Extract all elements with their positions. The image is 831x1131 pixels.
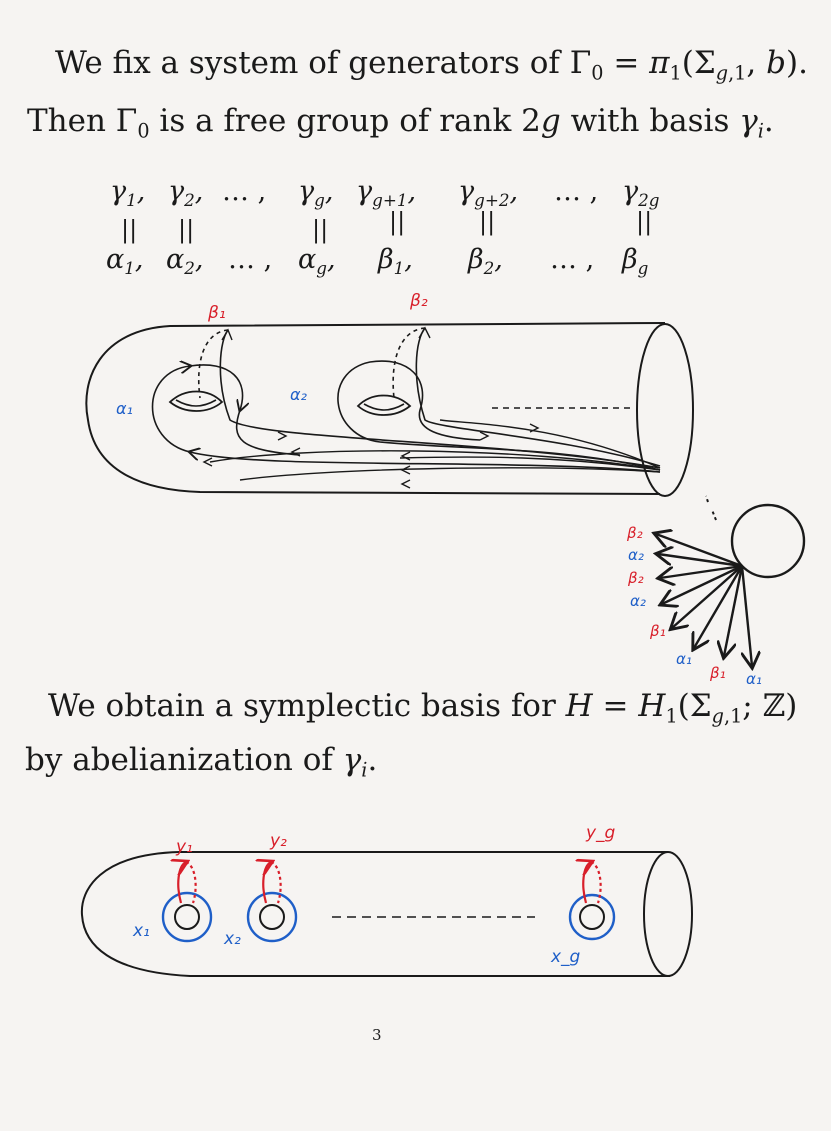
page-number: 3: [372, 1026, 382, 1044]
eq-5: ||: [479, 208, 496, 236]
gamma-row: γ1, γ2, … , γg, γg+1, γg+2, … , γ2g: [0, 176, 831, 216]
beta-1: β1,: [378, 244, 413, 278]
rose-label-1: β₂: [626, 524, 643, 542]
label-alpha2: α₂: [290, 385, 308, 404]
gamma-g: γg,: [298, 176, 334, 210]
alpha-2: α2,: [166, 244, 204, 278]
rose-boundary-circle: [730, 503, 806, 579]
rose-figure: [656, 495, 806, 666]
rose-label-4: α₂: [630, 592, 646, 610]
eq-1: ||: [121, 216, 138, 244]
eq-3: ||: [312, 216, 329, 244]
label-alpha1: α₁: [116, 399, 133, 418]
handle-2-hole: [356, 394, 412, 416]
alpha-beta-row: α1, α2, … , αg, β1, β2, … , βg: [0, 244, 831, 284]
label-xg: x_g: [550, 947, 581, 967]
x1-loop: [161, 891, 213, 943]
yg-loop: [583, 862, 591, 904]
rose-label-6: α₁: [676, 650, 692, 668]
label-x2: x₂: [223, 929, 241, 949]
alpha-g: αg,: [298, 244, 336, 278]
eq-4: ||: [389, 208, 406, 236]
beta-g: βg: [622, 244, 649, 278]
hole-2: [259, 904, 285, 930]
rose-label-7: β₁: [709, 664, 726, 682]
gamma-ellipsis-1: … ,: [222, 176, 267, 207]
eq-6: ||: [636, 208, 653, 236]
label-y1: y₁: [175, 837, 193, 857]
label-yg: y_g: [585, 823, 616, 843]
boundary-3: [643, 851, 693, 977]
surface-figure: [85, 322, 694, 497]
label-x1: x₁: [132, 921, 150, 941]
surface-outline: [85, 322, 666, 495]
gamma-g-plus-1: γg+1,: [356, 176, 417, 210]
gamma-ellipsis-2: … ,: [554, 176, 599, 207]
beta-2: β2,: [468, 244, 503, 278]
gamma-2: γ2,: [168, 176, 204, 210]
rose-label-2: α₂: [628, 546, 644, 564]
intro-line-1: We fix a system of generators of Γ0 = π1…: [55, 45, 808, 85]
gamma-1: γ1,: [110, 176, 146, 210]
label-y2: y₂: [269, 831, 287, 851]
beta-ellipsis: … ,: [550, 244, 595, 275]
hole-1: [174, 904, 200, 930]
conclusion-line-1: We obtain a symplectic basis for H = H1(…: [48, 688, 798, 728]
surface-3-outline: [80, 851, 670, 977]
symplectic-figure: [80, 851, 693, 977]
xg-loop: [568, 893, 616, 941]
eq-2: ||: [178, 216, 195, 244]
boundary-circle: [636, 323, 694, 497]
gamma-2g: γ2g: [622, 176, 660, 210]
hole-g: [579, 904, 605, 930]
beta-2-loop: [415, 327, 661, 467]
y2-loop: [263, 862, 271, 904]
intro-line-2: Then Γ0 is a free group of rank 2g with …: [27, 103, 774, 143]
alpha-1-loop: [151, 365, 661, 473]
y1-loop: [178, 862, 186, 904]
label-beta1: β₁: [207, 303, 226, 323]
alpha-ellipsis: … ,: [228, 244, 273, 275]
beta-1-loop: [219, 329, 661, 469]
conclusion-line-2: by abelianization of γi.: [25, 742, 378, 782]
rose-label-8: α₁: [746, 670, 762, 688]
label-beta2: β₂: [409, 291, 428, 311]
rose-label-5: β₁: [649, 622, 666, 640]
alpha-1: α1,: [106, 244, 144, 278]
x2-loop: [246, 891, 298, 943]
rose-label-3: β₂: [627, 569, 644, 587]
gamma-g-plus-2: γg+2,: [458, 176, 519, 210]
